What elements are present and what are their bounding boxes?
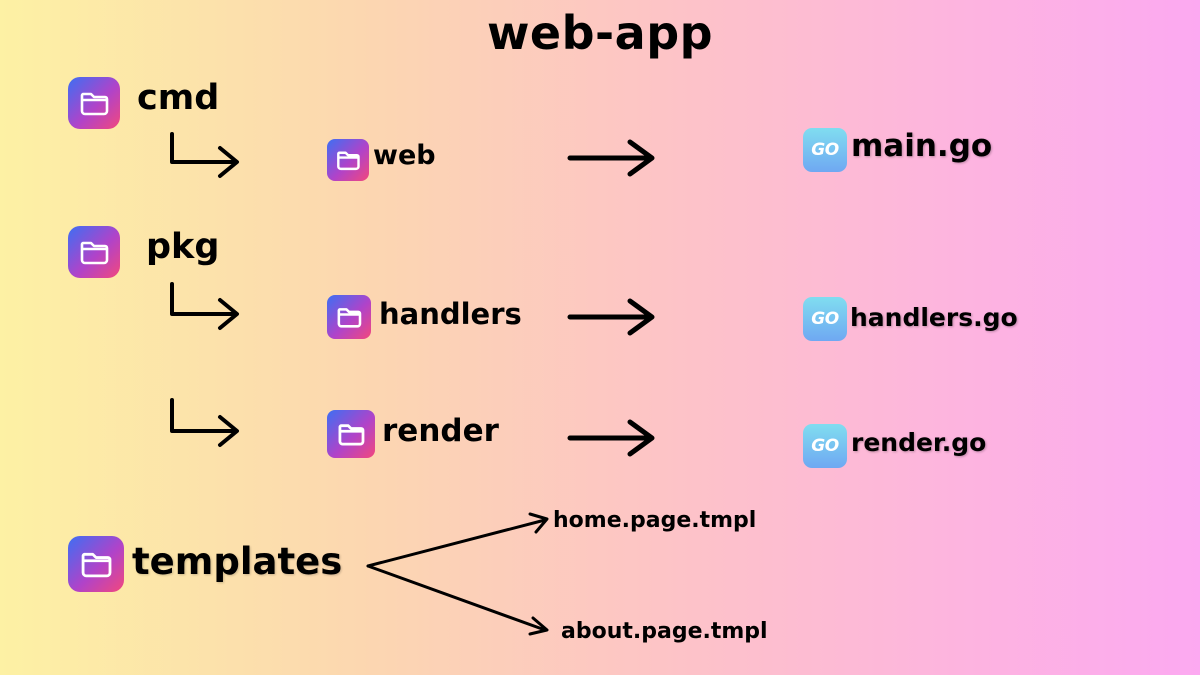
arrow-templates-home bbox=[366, 512, 549, 568]
go-gopher-icon: GO bbox=[803, 297, 847, 341]
arrow-web-main bbox=[567, 139, 655, 177]
arrow-handlers-file bbox=[567, 298, 655, 336]
go-gopher-icon: GO bbox=[803, 424, 847, 468]
go-icon-text: GO bbox=[811, 140, 839, 160]
elbow-arrow-pkg-render bbox=[170, 398, 239, 447]
folder-label-templates: templates bbox=[132, 540, 343, 583]
go-icon-text: GO bbox=[811, 436, 839, 456]
go-icon-text: GO bbox=[811, 309, 839, 329]
file-label-about-page-tmpl: about.page.tmpl bbox=[561, 619, 768, 644]
elbow-arrow-cmd-web bbox=[170, 132, 239, 178]
folder-icon bbox=[327, 295, 371, 339]
folder-icon bbox=[68, 77, 120, 129]
folder-icon bbox=[327, 139, 369, 181]
file-label-render-go: render.go bbox=[851, 428, 987, 457]
arrow-render-file bbox=[567, 419, 655, 457]
folder-label-handlers: handlers bbox=[379, 297, 522, 331]
file-label-handlers-go: handlers.go bbox=[850, 303, 1018, 332]
folder-icon bbox=[68, 536, 124, 592]
folder-label-web: web bbox=[373, 140, 436, 171]
arrow-templates-about bbox=[366, 564, 549, 636]
folder-icon bbox=[327, 410, 375, 458]
folder-icon bbox=[68, 226, 120, 278]
folder-label-cmd: cmd bbox=[137, 78, 220, 118]
go-gopher-icon: GO bbox=[803, 128, 847, 172]
file-label-main-go: main.go bbox=[851, 128, 993, 164]
elbow-arrow-pkg-handlers bbox=[170, 282, 239, 330]
diagram-title: web-app bbox=[486, 6, 714, 60]
file-label-home-page-tmpl: home.page.tmpl bbox=[553, 508, 757, 533]
folder-label-pkg: pkg bbox=[146, 227, 220, 267]
folder-label-render: render bbox=[382, 413, 499, 449]
